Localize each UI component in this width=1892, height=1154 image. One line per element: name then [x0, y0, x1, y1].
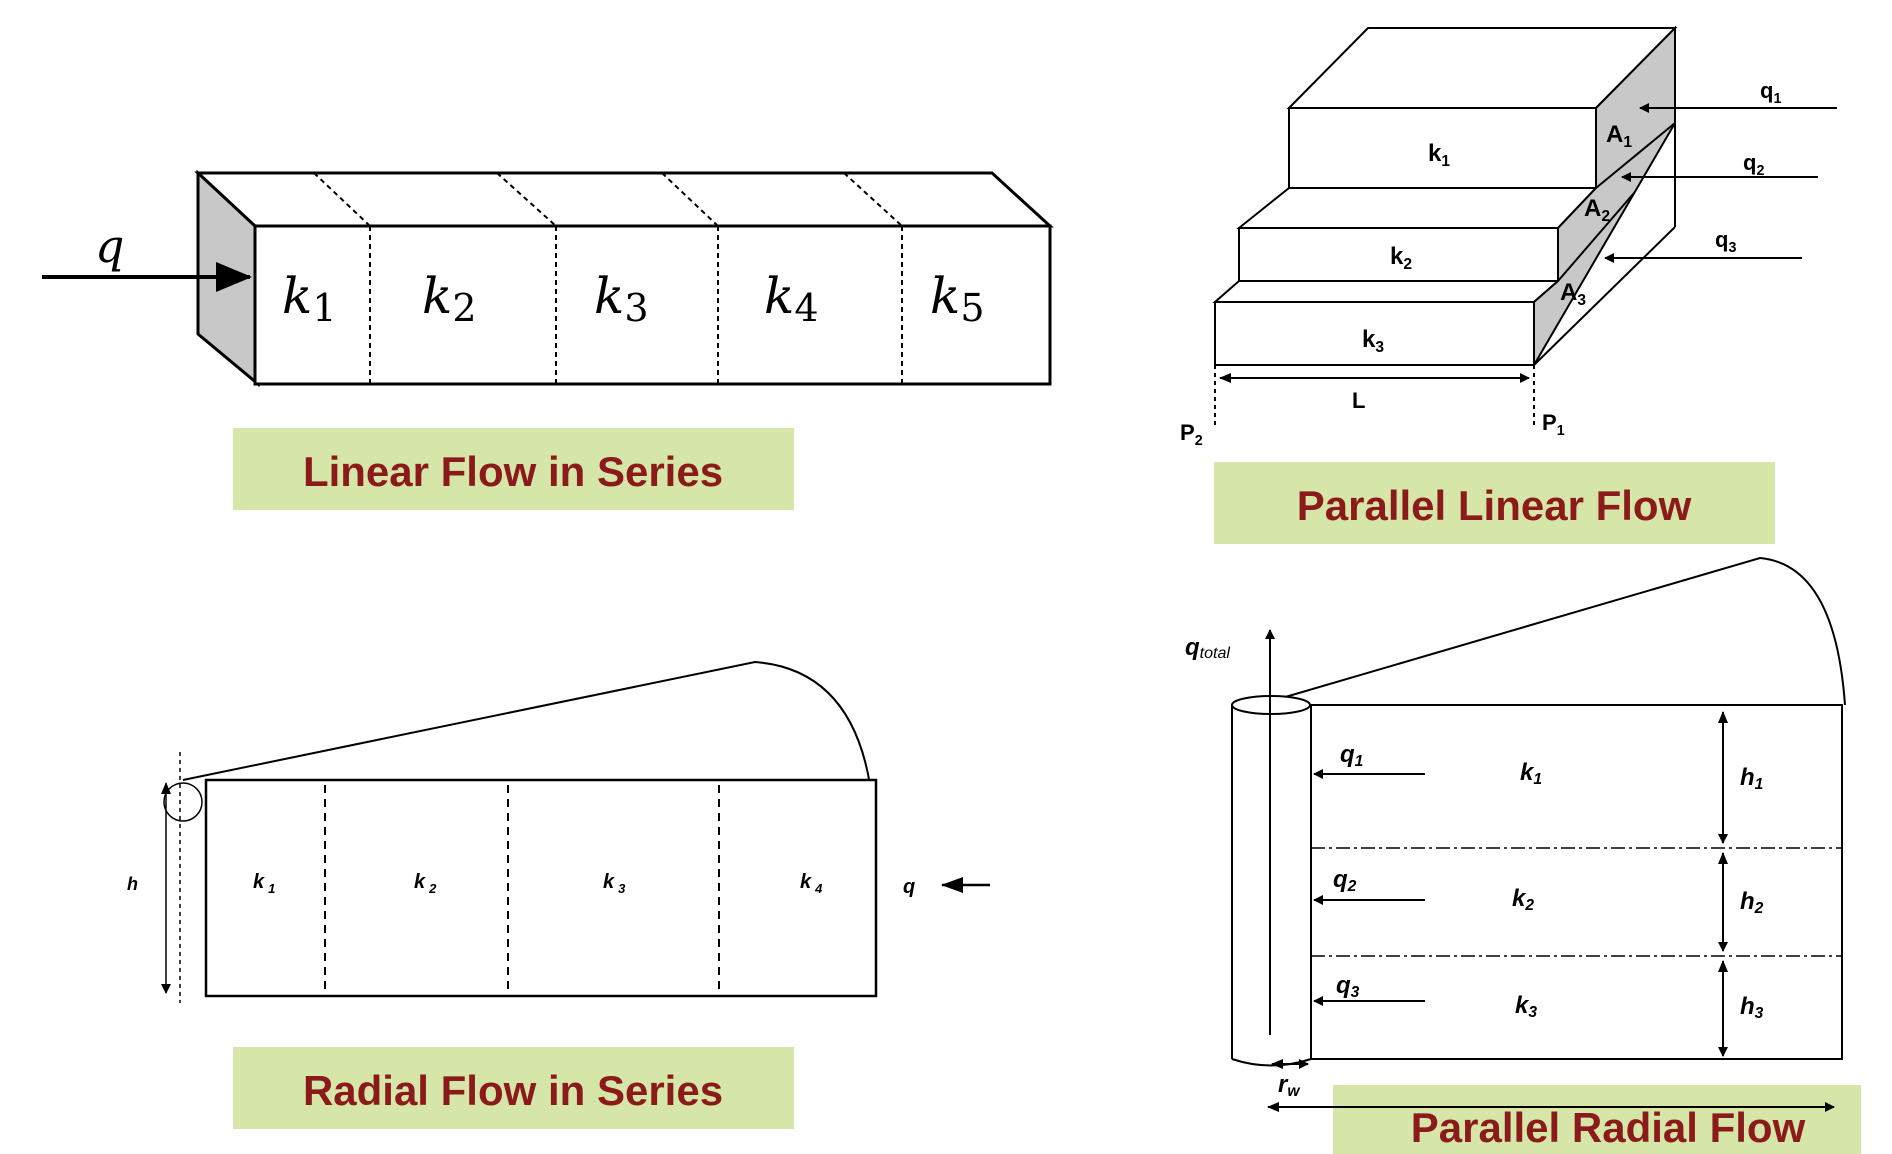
k1-label: k1	[282, 267, 337, 330]
q1-label: q1	[1760, 78, 1781, 107]
k3-label: k3	[1515, 992, 1537, 1021]
box-front-face	[253, 224, 1052, 386]
a2-label: A2	[1584, 195, 1610, 225]
wellbore	[163, 782, 203, 822]
k5-label: k5	[930, 267, 985, 330]
q3-label: q3	[1336, 972, 1360, 1001]
wedge-outline	[1274, 556, 1846, 706]
parallel-radial-panel: qtotal q1 q2 q3 k1 k2 k3 h1 h2 h3 rw Par…	[1185, 556, 1861, 1154]
panel-title: Parallel Linear Flow	[1297, 482, 1692, 529]
q3-label: q3	[1715, 227, 1736, 256]
k3-label: k3	[1362, 326, 1384, 356]
title-bg	[1333, 1085, 1861, 1154]
h-label: h	[127, 874, 138, 894]
parallel-linear-panel: k1 k2 k3 A1 A2 A3 q1 q2 q3 L P2 P1 Paral…	[1180, 25, 1837, 544]
wedge-outline	[182, 660, 874, 809]
q2-label: q2	[1333, 866, 1357, 895]
h1-label: h1	[1740, 764, 1763, 793]
k2-label: k2	[1390, 243, 1412, 273]
title-bg	[233, 428, 794, 510]
k2-label: k2	[1512, 885, 1534, 914]
k4-label: k4	[764, 267, 819, 330]
radial-body	[204, 778, 878, 998]
panel-title: Linear Flow in Series	[303, 448, 723, 495]
title-bg	[233, 1047, 794, 1129]
p2-label: P2	[1180, 420, 1203, 449]
block3-front	[1214, 301, 1535, 366]
k1-label: k1	[1520, 759, 1542, 788]
rw-label: rw	[1278, 1071, 1300, 1100]
a3-label: A3	[1560, 279, 1586, 309]
block1-front	[1288, 107, 1597, 189]
a1-label: A1	[1606, 121, 1632, 151]
panel-title: Parallel Radial Flow	[1411, 1104, 1806, 1151]
q1-label: q1	[1340, 741, 1363, 770]
k3-label: k3	[594, 267, 649, 330]
box-top-face	[194, 171, 1054, 228]
l-label: L	[1352, 388, 1365, 413]
q-label: q	[95, 219, 124, 273]
q-label: q	[903, 876, 915, 898]
block2-front	[1238, 227, 1559, 282]
panel-title: Radial Flow in Series	[303, 1067, 723, 1114]
k1-label: k1	[1428, 140, 1450, 170]
k2-label: k2	[422, 267, 477, 330]
h3-label: h3	[1740, 993, 1764, 1022]
h2-label: h2	[1740, 888, 1764, 917]
q2-label: q2	[1743, 150, 1764, 179]
p1-label: P1	[1542, 410, 1565, 439]
linear-series-panel: q k1 k2 k3 k4 k5 Linear Flow in Series	[42, 169, 1054, 510]
title-bg	[1214, 462, 1775, 544]
q-total-label: qtotal	[1185, 634, 1230, 662]
